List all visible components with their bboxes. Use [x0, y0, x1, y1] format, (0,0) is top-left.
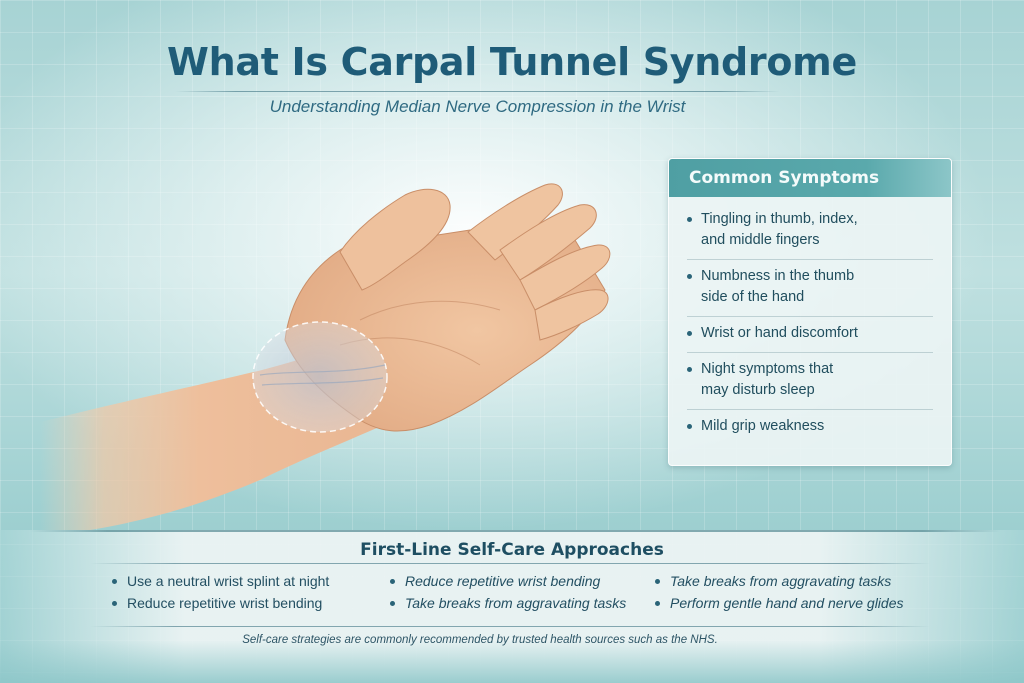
bullet-icon	[655, 579, 660, 584]
bullet-icon	[687, 274, 692, 279]
bullet-icon	[687, 424, 692, 429]
title-divider	[175, 91, 780, 92]
panel-top-divider	[30, 530, 1000, 532]
self-care-item: Take breaks from aggravating tasks	[655, 570, 903, 592]
self-care-title-divider	[90, 563, 930, 564]
self-care-item: Use a neutral wrist splint at night	[112, 570, 329, 592]
bullet-icon	[112, 579, 117, 584]
symptom-item: Mild grip weakness	[687, 410, 933, 445]
self-care-column-3: Take breaks from aggravating tasks Perfo…	[655, 570, 903, 614]
self-care-column-1: Use a neutral wrist splint at night Redu…	[112, 570, 329, 614]
bullet-icon	[687, 217, 692, 222]
symptom-item: Night symptoms that may disturb sleep	[687, 353, 933, 410]
self-care-item: Reduce repetitive wrist bending	[112, 592, 329, 614]
page-subtitle: Understanding Median Nerve Compression i…	[269, 97, 686, 116]
bullet-icon	[655, 601, 660, 606]
symptoms-card: Common Symptoms Tingling in thumb, index…	[668, 158, 952, 466]
panel-bottom-fade	[0, 640, 1024, 683]
bullet-icon	[112, 601, 117, 606]
self-care-item: Take breaks from aggravating tasks	[390, 592, 626, 614]
bullet-icon	[687, 331, 692, 336]
bullet-icon	[390, 579, 395, 584]
self-care-item: Perform gentle hand and nerve glides	[655, 592, 903, 614]
symptom-item: Tingling in thumb, index, and middle fin…	[687, 203, 933, 260]
page-title: What Is Carpal Tunnel Syndrome	[167, 40, 857, 84]
hand-illustration	[40, 183, 611, 530]
symptom-item: Wrist or hand discomfort	[687, 317, 933, 353]
symptoms-card-title: Common Symptoms	[669, 159, 951, 197]
self-care-column-2: Reduce repetitive wrist bending Take bre…	[390, 570, 626, 614]
self-care-item: Reduce repetitive wrist bending	[390, 570, 626, 592]
symptoms-list: Tingling in thumb, index, and middle fin…	[669, 197, 951, 445]
self-care-bottom-divider	[90, 626, 930, 627]
bullet-icon	[687, 367, 692, 372]
bullet-icon	[390, 601, 395, 606]
source-footnote: Self-care strategies are commonly recomm…	[242, 634, 718, 646]
self-care-title: First-Line Self-Care Approaches	[360, 540, 664, 560]
symptom-item: Numbness in the thumb side of the hand	[687, 260, 933, 317]
